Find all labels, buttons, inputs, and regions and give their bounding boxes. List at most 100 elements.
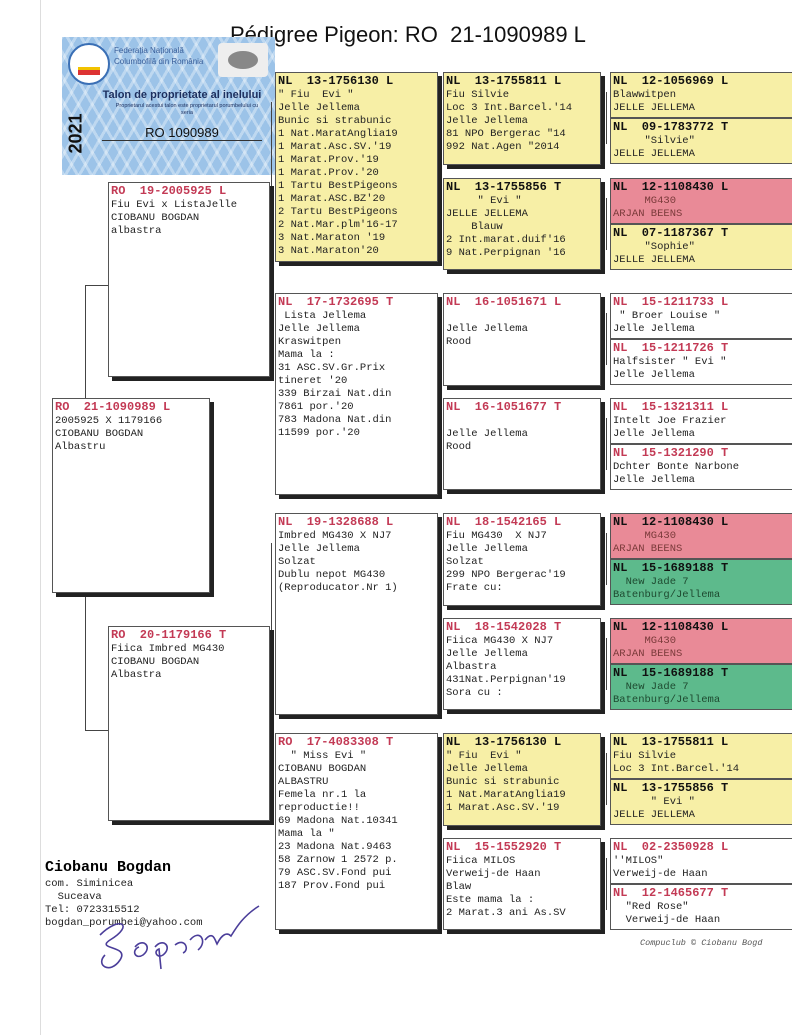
pigeon-info-line: "Silvie" — [613, 135, 695, 147]
pigeon-info-line: Batenburg/Jellema — [613, 694, 721, 706]
pigeon-info-line: JELLE JELLEMA — [613, 102, 695, 114]
pedigree-box-dddd[interactable]: NL 12-1465677 T "Red Rose" Verweij-de Ha… — [610, 884, 792, 930]
ring-ownership-card: Federația Națională Columbofilă din Româ… — [62, 37, 275, 175]
pigeon-info-line: albastra — [111, 225, 162, 237]
pigeon-info-line: Halfsister " Evi " — [613, 356, 727, 368]
pigeon-info-line: JELLE JELLEMA — [613, 148, 695, 160]
ring-number: NL 15-1211726 T — [613, 341, 729, 355]
ring-number: NL 15-1321311 L — [613, 400, 729, 414]
pigeon-info-line: Lista Jellema — [278, 310, 367, 322]
signature — [99, 905, 260, 970]
pigeon-info-line: JELLE JELLEMA — [446, 208, 528, 220]
scan-edge — [40, 0, 41, 1035]
ring-number: NL 15-1552920 T — [446, 840, 562, 854]
pigeon-info-line: Jelle Jellema — [446, 648, 528, 660]
pigeon-info-line: Jelle Jellema — [613, 369, 695, 381]
ring-number: NL 13-1756130 L — [278, 74, 394, 88]
pigeon-info-line: Albastra — [446, 661, 497, 673]
pigeon-info-line: Fiica Imbred MG430 — [111, 643, 225, 655]
page-title: Pédigree Pigeon: RO 21-1090989 L — [230, 22, 586, 47]
pigeon-info-line: Blaw — [446, 881, 472, 893]
card-ring-number: RO 1090989 — [102, 125, 262, 141]
pedigree-box-ssdd[interactable]: NL 07-1187367 T "Sophie"JELLE JELLEMA — [610, 224, 792, 270]
pedigree-box-sdss[interactable]: NL 15-1211733 L " Broer Louise "Jelle Je… — [610, 293, 792, 339]
ring-number: NL 02-2350928 L — [613, 840, 729, 854]
ring-number: NL 18-1542028 T — [446, 620, 562, 634]
pigeon-info-line: 31 ASC.SV.Gr.Prix — [278, 362, 386, 374]
pigeon-info-line: Intelt Joe Frazier — [613, 415, 727, 427]
ring-number: NL 12-1108430 L — [613, 180, 729, 194]
ring-number: NL 12-1465677 T — [613, 886, 729, 900]
pigeon-info-line: Jelle Jellema — [613, 323, 695, 335]
pigeon-image-icon — [218, 43, 268, 77]
pigeon-info-line: " Fiu Evi " — [278, 89, 354, 101]
card-subtext: Proprietarul acestui talon este propriet… — [115, 103, 259, 116]
pedigree-box-dd[interactable]: RO 17-4083308 T " Miss Evi "CIOBANU BOGD… — [275, 733, 438, 930]
ring-number: NL 13-1755856 T — [446, 180, 562, 194]
pigeon-info-line: 81 NPO Bergerac "14 — [446, 128, 566, 140]
owner-phone: Tel: 0723315512 — [45, 904, 140, 916]
pigeon-info-line: reproductie!! — [278, 802, 360, 814]
owner-info: Ciobanu Bogdan com. Siminicea Suceava Te… — [45, 858, 203, 930]
pigeon-info-line: ARJAN BEENS — [613, 543, 683, 555]
pigeon-info-line: Jelle Jellema — [446, 763, 528, 775]
pigeon-info-line: 2 Tartu BestPigeons — [278, 206, 398, 218]
pedigree-box-ddsd[interactable]: NL 13-1755856 T " Evi "JELLE JELLEMA — [610, 779, 792, 825]
ring-number: NL 15-1321290 T — [613, 446, 729, 460]
connector-s — [271, 102, 272, 323]
pigeon-info-line: tineret '20 — [278, 375, 348, 387]
pigeon-info-line: New Jade 7 — [613, 576, 689, 588]
pigeon-info-line: 431Nat.Perpignan'19 — [446, 674, 566, 686]
connector-subject-sire — [85, 285, 108, 286]
connector-subject-dam — [85, 730, 108, 731]
pigeon-info-line: 339 Birzai Nat.din — [278, 388, 392, 400]
ring-number: NL 13-1755811 L — [613, 735, 729, 749]
pigeon-info-line: 992 Nat.Agen "2014 — [446, 141, 560, 153]
pigeon-info-line: Jelle Jellema — [446, 428, 528, 440]
pigeon-info-line: (Reproducator.Nr 1) — [278, 582, 398, 594]
ring-number: NL 18-1542165 L — [446, 515, 562, 529]
pedigree-box-ssd[interactable]: NL 13-1755856 T " Evi "JELLE JELLEMA Bla… — [443, 178, 601, 270]
pigeon-info-line: Batenburg/Jellema — [613, 589, 721, 601]
pigeon-info-line: Dchter Bonte Narbone — [613, 461, 740, 473]
pigeon-info-line: 23 Madona Nat.9463 — [278, 841, 392, 853]
pigeon-info-line: 1 Marat.ASC.BZ'20 — [278, 193, 386, 205]
pigeon-info-line: Fiu Evi x ListaJelle — [111, 199, 238, 211]
pigeon-info-line: 58 Zarnow 1 2572 p. — [278, 854, 398, 866]
pedigree-box-sssd[interactable]: NL 09-1783772 T "Silvie"JELLE JELLEMA — [610, 118, 792, 164]
pigeon-info-line: Jelle Jellema — [278, 543, 360, 555]
pigeon-info-line: 1 Tartu BestPigeons — [278, 180, 398, 192]
pigeon-info-line: CIOBANU BOGDAN — [111, 656, 200, 668]
pigeon-info-line: Solzat — [446, 556, 484, 568]
pigeon-info-line: Jelle Jellema — [446, 323, 528, 335]
pigeon-info-line: " Broer Louise " — [613, 310, 721, 322]
ring-number: NL 13-1755811 L — [446, 74, 562, 88]
connector-dds — [606, 753, 607, 805]
pedigree-box-ddds[interactable]: NL 02-2350928 L''MILOS"Verweij-de Haan — [610, 838, 792, 884]
pigeon-info-line: Mama la : — [278, 349, 335, 361]
pigeon-info-line: " Evi " — [613, 796, 695, 808]
